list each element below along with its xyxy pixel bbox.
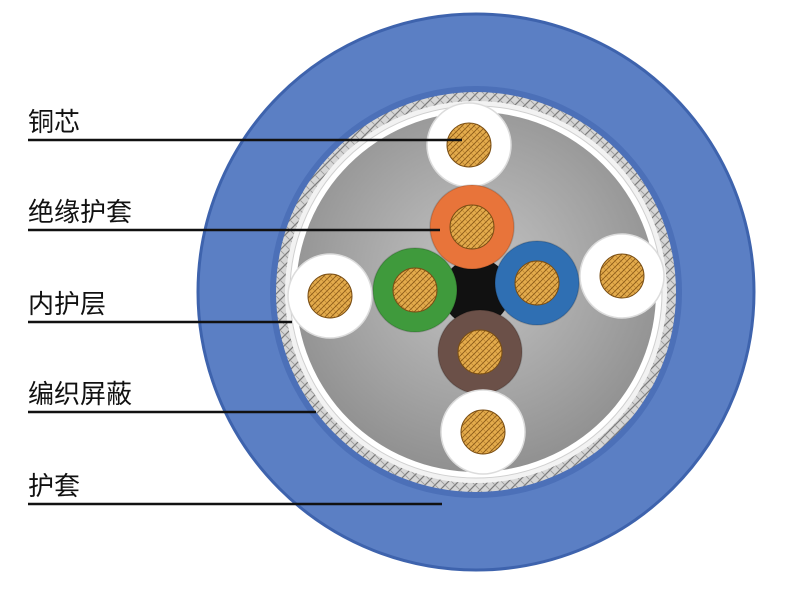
label-outer-sheath: 护套: [28, 472, 81, 502]
conductor-green: [372, 247, 458, 333]
conductor-white-left: [287, 253, 373, 339]
conductor-blue-copper-core: [514, 260, 560, 306]
label-braided-shield: 编织屏蔽: [28, 380, 133, 410]
conductor-white-left-copper-core: [307, 273, 353, 319]
conductor-green-copper-core: [392, 267, 438, 313]
conductor-orange: [429, 184, 515, 270]
conductor-brown-copper-core: [457, 329, 503, 375]
conductor-white-right-copper-core: [599, 253, 645, 299]
center-void: [442, 258, 510, 326]
conductor-white-top-copper-core: [446, 122, 492, 168]
conductor-white-bottom-copper-core: [460, 409, 506, 455]
conductor-orange-copper-core: [449, 204, 495, 250]
conductor-white-right: [579, 233, 665, 319]
conductor-white-top: [426, 102, 512, 188]
conductor-brown: [437, 309, 523, 395]
conductor-white-bottom: [440, 389, 526, 475]
conductor-blue: [494, 240, 580, 326]
label-insulation-sheath: 绝缘护套: [28, 198, 133, 228]
label-copper-core: 铜芯: [28, 108, 81, 138]
label-inner-sheath: 内护层: [28, 290, 107, 320]
